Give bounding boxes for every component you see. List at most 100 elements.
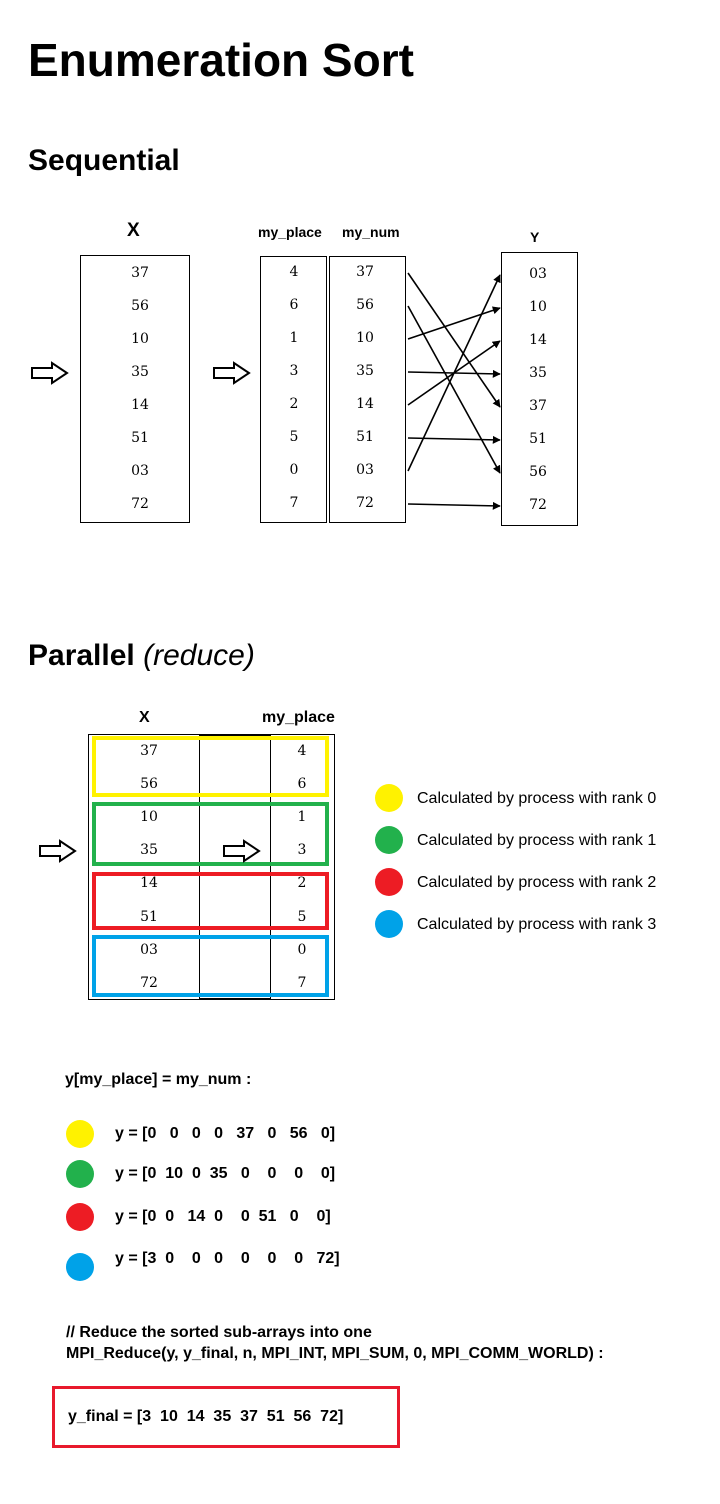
reduce-comment: // Reduce the sorted sub-arrays into one bbox=[66, 1324, 372, 1341]
sequential-heading: Sequential bbox=[28, 144, 180, 177]
seq-my-num-cell: 37 bbox=[356, 264, 374, 280]
parallel-heading-sub: (reduce) bbox=[143, 639, 255, 672]
par-my-place-cell: 7 bbox=[297, 974, 307, 991]
y-row-rank-1: y = [0 10 0 35 0 0 0 0] bbox=[115, 1165, 336, 1182]
seq-my-place-cell: 7 bbox=[289, 495, 299, 511]
mapping-arrow bbox=[407, 305, 501, 474]
row-dot-rank-1 bbox=[66, 1160, 94, 1188]
seq-my-place-cell: 3 bbox=[289, 363, 299, 379]
par-x-cell: 35 bbox=[140, 842, 158, 859]
rank-3-box bbox=[92, 935, 329, 997]
seq-my-place-cell: 4 bbox=[289, 264, 299, 280]
assignment-label: y[my_place] = my_num : bbox=[65, 1071, 252, 1088]
mapping-arrow bbox=[407, 274, 501, 472]
seq-my-place-header: my_place bbox=[258, 224, 322, 240]
seq-x-cell: 35 bbox=[131, 364, 149, 380]
rank-2-box bbox=[92, 872, 329, 930]
seq-x-header: X bbox=[127, 220, 140, 241]
legend-label-rank-2: Calculated by process with rank 2 bbox=[417, 874, 657, 891]
seq-x-column bbox=[80, 255, 190, 523]
seq-my-num-cell: 35 bbox=[356, 363, 374, 379]
mapping-arrow bbox=[407, 306, 501, 340]
mapping-arrow bbox=[407, 435, 501, 444]
legend-dot-rank-0 bbox=[375, 784, 403, 812]
legend-dot-rank-1 bbox=[375, 826, 403, 854]
par-top-edge bbox=[199, 734, 271, 736]
seq-y-header: Y bbox=[530, 229, 540, 245]
y-row-rank-2: y = [0 0 14 0 0 51 0 0] bbox=[115, 1208, 331, 1225]
legend-label-rank-3: Calculated by process with rank 3 bbox=[417, 916, 657, 933]
seq-y-cell: 35 bbox=[529, 365, 547, 381]
seq-x-cell: 37 bbox=[131, 265, 149, 281]
par-x-cell: 72 bbox=[140, 974, 158, 991]
seq-my-place-cell: 2 bbox=[289, 396, 299, 412]
par-x-cell: 37 bbox=[140, 743, 158, 759]
seq-my-num-cell: 03 bbox=[356, 462, 374, 478]
right-arrow-icon bbox=[31, 361, 69, 385]
seq-x-cell: 56 bbox=[131, 298, 149, 314]
right-arrow-icon bbox=[213, 361, 251, 385]
legend-label-rank-0: Calculated by process with rank 0 bbox=[417, 790, 657, 807]
par-x-cell: 10 bbox=[140, 809, 158, 826]
seq-my-num-header: my_num bbox=[342, 224, 400, 240]
mpi-reduce-call: MPI_Reduce(y, y_final, n, MPI_INT, MPI_S… bbox=[66, 1345, 604, 1362]
seq-y-cell: 10 bbox=[529, 299, 547, 315]
par-my-place-cell: 0 bbox=[297, 941, 307, 958]
y-row-rank-0: y = [0 0 0 0 37 0 56 0] bbox=[115, 1125, 336, 1142]
seq-my-num-cell: 14 bbox=[356, 396, 374, 412]
mapping-arrow bbox=[407, 272, 501, 408]
right-arrow-icon bbox=[223, 839, 261, 863]
seq-my-num-cell: 51 bbox=[356, 429, 374, 445]
mapping-arrow bbox=[407, 501, 501, 510]
rank-1-box bbox=[92, 802, 329, 866]
seq-my-num-cell: 72 bbox=[356, 495, 374, 511]
seq-y-cell: 56 bbox=[529, 464, 547, 480]
seq-y-cell: 72 bbox=[529, 497, 547, 513]
row-dot-rank-0 bbox=[66, 1120, 94, 1148]
legend-dot-rank-3 bbox=[375, 910, 403, 938]
seq-my-place-cell: 1 bbox=[289, 330, 299, 346]
par-my-place-cell: 3 bbox=[297, 842, 307, 859]
seq-x-cell: 10 bbox=[131, 331, 149, 347]
seq-x-cell: 14 bbox=[131, 397, 149, 413]
seq-y-cell: 03 bbox=[529, 266, 547, 282]
par-my-place-column bbox=[270, 734, 335, 1000]
seq-my-place-cell: 6 bbox=[289, 297, 299, 313]
seq-x-cell: 03 bbox=[131, 463, 149, 479]
seq-y-cell: 51 bbox=[529, 431, 547, 447]
par-x-header: X bbox=[139, 709, 150, 726]
parallel-heading-main: Parallel bbox=[28, 639, 135, 672]
seq-x-cell: 51 bbox=[131, 430, 149, 446]
right-arrow-icon bbox=[39, 839, 77, 863]
seq-my-num-cell: 10 bbox=[356, 330, 374, 346]
y-final-result: y_final = [3 10 14 35 37 51 56 72] bbox=[68, 1408, 344, 1425]
par-x-cell: 03 bbox=[140, 941, 158, 958]
parallel-heading: Parallel (reduce) bbox=[28, 638, 255, 674]
mapping-lines bbox=[407, 272, 501, 510]
par-x-cell: 51 bbox=[140, 908, 158, 925]
seq-y-cell: 37 bbox=[529, 398, 547, 414]
par-x-column bbox=[88, 734, 200, 1000]
par-my-place-header: my_place bbox=[262, 709, 335, 726]
par-my-place-cell: 4 bbox=[297, 743, 307, 759]
par-x-cell: 56 bbox=[140, 776, 158, 793]
seq-my-num-cell: 56 bbox=[356, 297, 374, 313]
par-my-place-cell: 5 bbox=[297, 908, 307, 925]
seq-my-place-column bbox=[260, 256, 327, 523]
rank-0-box bbox=[92, 736, 329, 797]
par-my-place-cell: 1 bbox=[297, 809, 307, 826]
y-row-rank-3: y = [3 0 0 0 0 0 0 72] bbox=[115, 1250, 340, 1267]
seq-my-place-cell: 0 bbox=[289, 462, 299, 478]
legend-dot-rank-2 bbox=[375, 868, 403, 896]
seq-my-num-column bbox=[329, 256, 406, 523]
seq-y-cell: 14 bbox=[529, 332, 547, 348]
seq-my-place-cell: 5 bbox=[289, 429, 299, 445]
y-final-result-box bbox=[52, 1386, 400, 1448]
row-dot-rank-3 bbox=[66, 1253, 94, 1281]
par-bottom-edge bbox=[199, 998, 271, 1000]
legend-label-rank-1: Calculated by process with rank 1 bbox=[417, 832, 657, 849]
seq-y-column bbox=[501, 252, 578, 526]
page-title: Enumeration Sort bbox=[28, 34, 414, 86]
par-my-place-cell: 2 bbox=[297, 875, 307, 892]
par-my-place-cell: 6 bbox=[297, 776, 307, 793]
